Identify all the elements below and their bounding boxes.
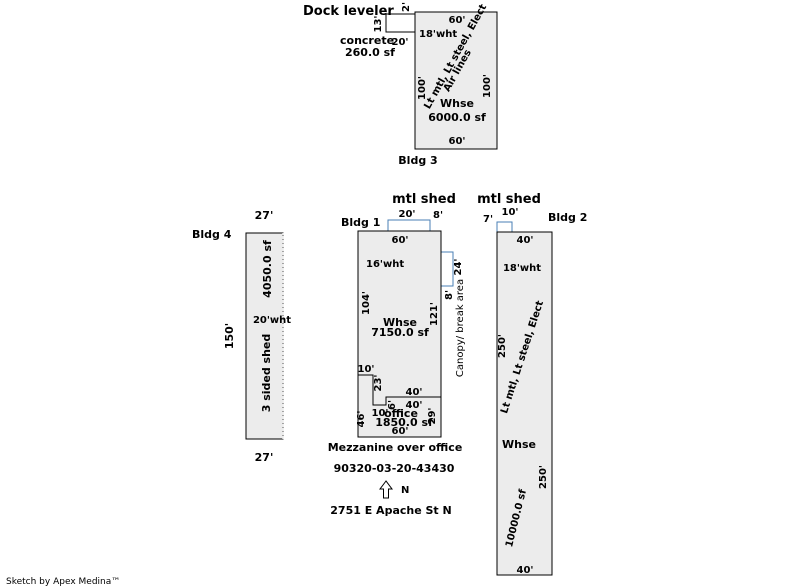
bldg2-shed-dim-top: 10': [502, 207, 519, 218]
bldg3-bottom-dim: 60': [449, 136, 466, 147]
bldg2-bottom-dim: 40': [517, 565, 534, 576]
bldg3-top-dim: 60': [449, 15, 466, 26]
bldg1-bottom-dim: 60': [392, 426, 409, 437]
bldg3-area: 6000.0 sf: [428, 111, 486, 124]
dock-dim-bottom: 20': [392, 37, 409, 48]
parcel-number: 90320-03-20-43430: [334, 462, 455, 475]
bldg1-right-dim: 121': [429, 302, 440, 326]
bldg1-shed-label: mtl shed: [392, 192, 456, 207]
bldg1-canopy-dim: 24': [453, 259, 464, 276]
bldg1-top-dim: 60': [392, 235, 409, 246]
bldg2-use: Whse: [502, 438, 536, 451]
bldg2-shed-dim-left: 7': [483, 214, 493, 225]
bldg3-right-dim: 100': [482, 74, 493, 98]
bldg1-office-outline: [358, 374, 441, 406]
bldg1-office-left: 10': [372, 408, 389, 419]
bldg1-area: 7150.0 sf: [371, 326, 429, 339]
bldg2-shed-shape: [496, 221, 513, 233]
bldg1-canopy-shape: [440, 251, 454, 287]
bldg3: Dock leveler 13' 2' 20' concrete 260.0 s…: [303, 2, 498, 167]
north-label: N: [401, 485, 409, 496]
north-arrow-icon: [379, 480, 393, 499]
dock-dim-top: 2': [401, 2, 412, 12]
mezzanine-note: Mezzanine over office: [328, 441, 463, 454]
concrete-area: 260.0 sf: [345, 46, 395, 59]
bldg1-shed-dim-d: 8': [433, 210, 443, 221]
bldg1-office-area: 1850.0 sf: [375, 416, 433, 429]
bldg4-area: 4050.0 sf: [261, 240, 274, 298]
sketch-credit: Sketch by Apex Medina™: [6, 577, 120, 587]
bldg3-label: Bldg 3: [398, 154, 437, 167]
bldg1-footprint: [357, 230, 442, 438]
bldg1-notch-w: 10': [358, 364, 375, 375]
bldg4-label: Bldg 4: [192, 228, 232, 241]
bldg1-label: Bldg 1: [341, 216, 380, 229]
bldg3-left-dim: 100': [417, 76, 428, 100]
bldg1-office-small: 6': [387, 400, 398, 410]
bldg2: mtl shed 7' 10' Bldg 2 40' 18'wht Lt mtl…: [477, 192, 587, 576]
dock-dim-left: 13': [373, 16, 384, 33]
bldg2-footprint: [496, 231, 553, 576]
dock-leveler-label: Dock leveler: [303, 4, 394, 19]
bldg4-use: 3 sided shed: [260, 334, 273, 413]
bldg1-canopy-side: 8': [444, 290, 455, 300]
bldg1-office-top-inner: 40': [406, 400, 423, 411]
bldg2-shed-label: mtl shed: [477, 192, 541, 207]
bldg3-wht: 18'wht: [419, 29, 457, 40]
bldg4: 27' 27' Bldg 4 150' 4050.0 sf 20'wht 3 s…: [192, 209, 291, 464]
bldg4-footprint: [245, 232, 284, 440]
bldg2-wht: 18'wht: [503, 263, 541, 274]
site-address: 2751 E Apache St N: [330, 504, 451, 517]
bldg4-wht: 20'wht: [253, 315, 291, 326]
bldg1-shed-dim-w: 20': [399, 209, 416, 220]
bldg1-notch-h: 23': [373, 375, 384, 392]
bldg1-use: Whse: [383, 316, 417, 329]
bldg1-office-top: 40': [406, 387, 423, 398]
concrete-name: concrete: [340, 34, 394, 47]
bldg4-bottom-dim: 27': [255, 451, 274, 464]
bldg4-left-dim: 150': [223, 323, 236, 349]
bldg3-use: Whse: [440, 97, 474, 110]
bldg1-left-dim: 104': [361, 291, 372, 315]
bldg2-right-dim: 250': [538, 465, 549, 489]
bldg2-label: Bldg 2: [548, 211, 587, 224]
bldg1-canopy-label: Canopy/ break area: [455, 279, 466, 377]
bldg2-left-dim: 250': [497, 334, 508, 358]
bldg3-footprint: [414, 11, 498, 150]
bldg4-top-dim: 27': [255, 209, 274, 222]
bldg1-office-use: office: [384, 407, 418, 420]
bldg1: mtl shed Bldg 1 20' 8' 60' 16'wht 24' 8'…: [328, 192, 466, 517]
bldg1-left-lower-dim: 46': [356, 411, 367, 428]
bldg2-top-dim: 40': [517, 235, 534, 246]
bldg1-right-lower-dim: 29': [427, 408, 438, 425]
bldg1-wht: 16'wht: [366, 259, 404, 270]
bldg1-shed-shape: [387, 219, 431, 232]
